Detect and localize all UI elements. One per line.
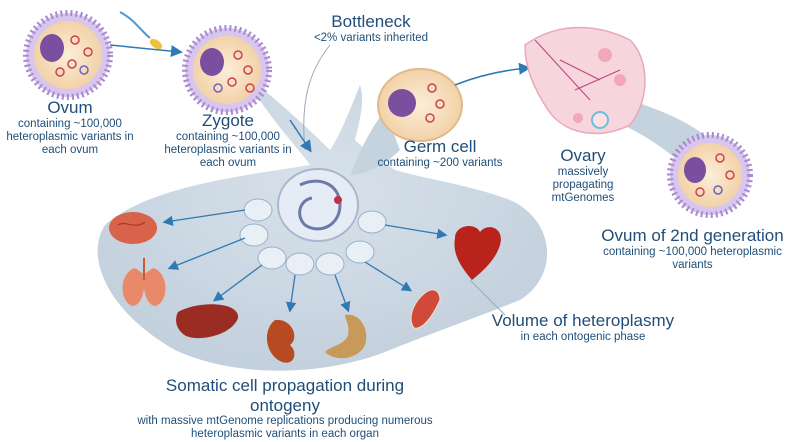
volume-label: Volume of heteroplasmy in each ontogenic… bbox=[478, 311, 688, 344]
lungs-icon bbox=[122, 258, 166, 306]
ovum2-cell-icon bbox=[667, 132, 753, 218]
somatic-title: Somatic cell propagation during ontogeny bbox=[165, 376, 405, 415]
ovum-label: Ovum containing ~100,000 heteroplasmic v… bbox=[5, 98, 135, 157]
zygote-label: Zygote containing ~100,000 heteroplasmic… bbox=[163, 111, 293, 170]
embryo-icon bbox=[277, 168, 359, 242]
ovary-title: Ovary bbox=[560, 146, 606, 165]
ovary-subtitle: massively propagating mtGenomes bbox=[551, 165, 615, 204]
ovum-cell-icon bbox=[23, 10, 113, 100]
muscle-icon bbox=[410, 289, 441, 329]
sperm-icon bbox=[119, 11, 163, 50]
brain-icon bbox=[109, 212, 157, 244]
bottleneck-title: Bottleneck bbox=[331, 12, 411, 31]
bottleneck-label: Bottleneck <2% variants inherited bbox=[296, 12, 446, 45]
small-cells bbox=[239, 198, 387, 276]
germ-cell-subtitle: containing ~200 variants bbox=[377, 156, 503, 169]
ovary-label: Ovary massively propagating mtGenomes bbox=[528, 146, 638, 205]
ovum-title: Ovum bbox=[47, 98, 93, 117]
ovum2-subtitle: containing ~100,000 heteroplasmic varian… bbox=[603, 245, 782, 271]
ovum2-label: Ovum of 2nd generation containing ~100,0… bbox=[590, 226, 795, 272]
germ-cell-title: Germ cell bbox=[403, 137, 477, 156]
ovum-subtitle: containing ~100,000 heteroplasmic varian… bbox=[6, 117, 134, 156]
diagram-canvas: Ovum containing ~100,000 heteroplasmic v… bbox=[5, 10, 795, 440]
liver-icon bbox=[176, 304, 239, 339]
ovary-icon bbox=[524, 26, 646, 135]
volume-subtitle: in each ontogenic phase bbox=[520, 330, 646, 343]
germ-cell-label: Germ cell containing ~200 variants bbox=[365, 137, 515, 170]
zygote-title: Zygote bbox=[202, 111, 254, 130]
bottleneck-subtitle: <2% variants inherited bbox=[313, 31, 429, 44]
ovum2-title: Ovum of 2nd generation bbox=[601, 226, 784, 245]
diagram-graphics bbox=[23, 10, 753, 371]
stomach-icon bbox=[325, 314, 367, 359]
germ-cell-icon bbox=[377, 68, 463, 142]
zygote-subtitle: containing ~100,000 heteroplasmic varian… bbox=[164, 130, 292, 169]
heart-icon bbox=[454, 226, 501, 280]
somatic-subtitle: with massive mtGenome replications produ… bbox=[137, 415, 433, 441]
somatic-label: Somatic cell propagation during ontogeny… bbox=[135, 376, 435, 442]
volume-title: Volume of heteroplasmy bbox=[491, 311, 675, 330]
zygote-cell-icon bbox=[182, 25, 272, 115]
kidney-icon bbox=[266, 319, 295, 363]
